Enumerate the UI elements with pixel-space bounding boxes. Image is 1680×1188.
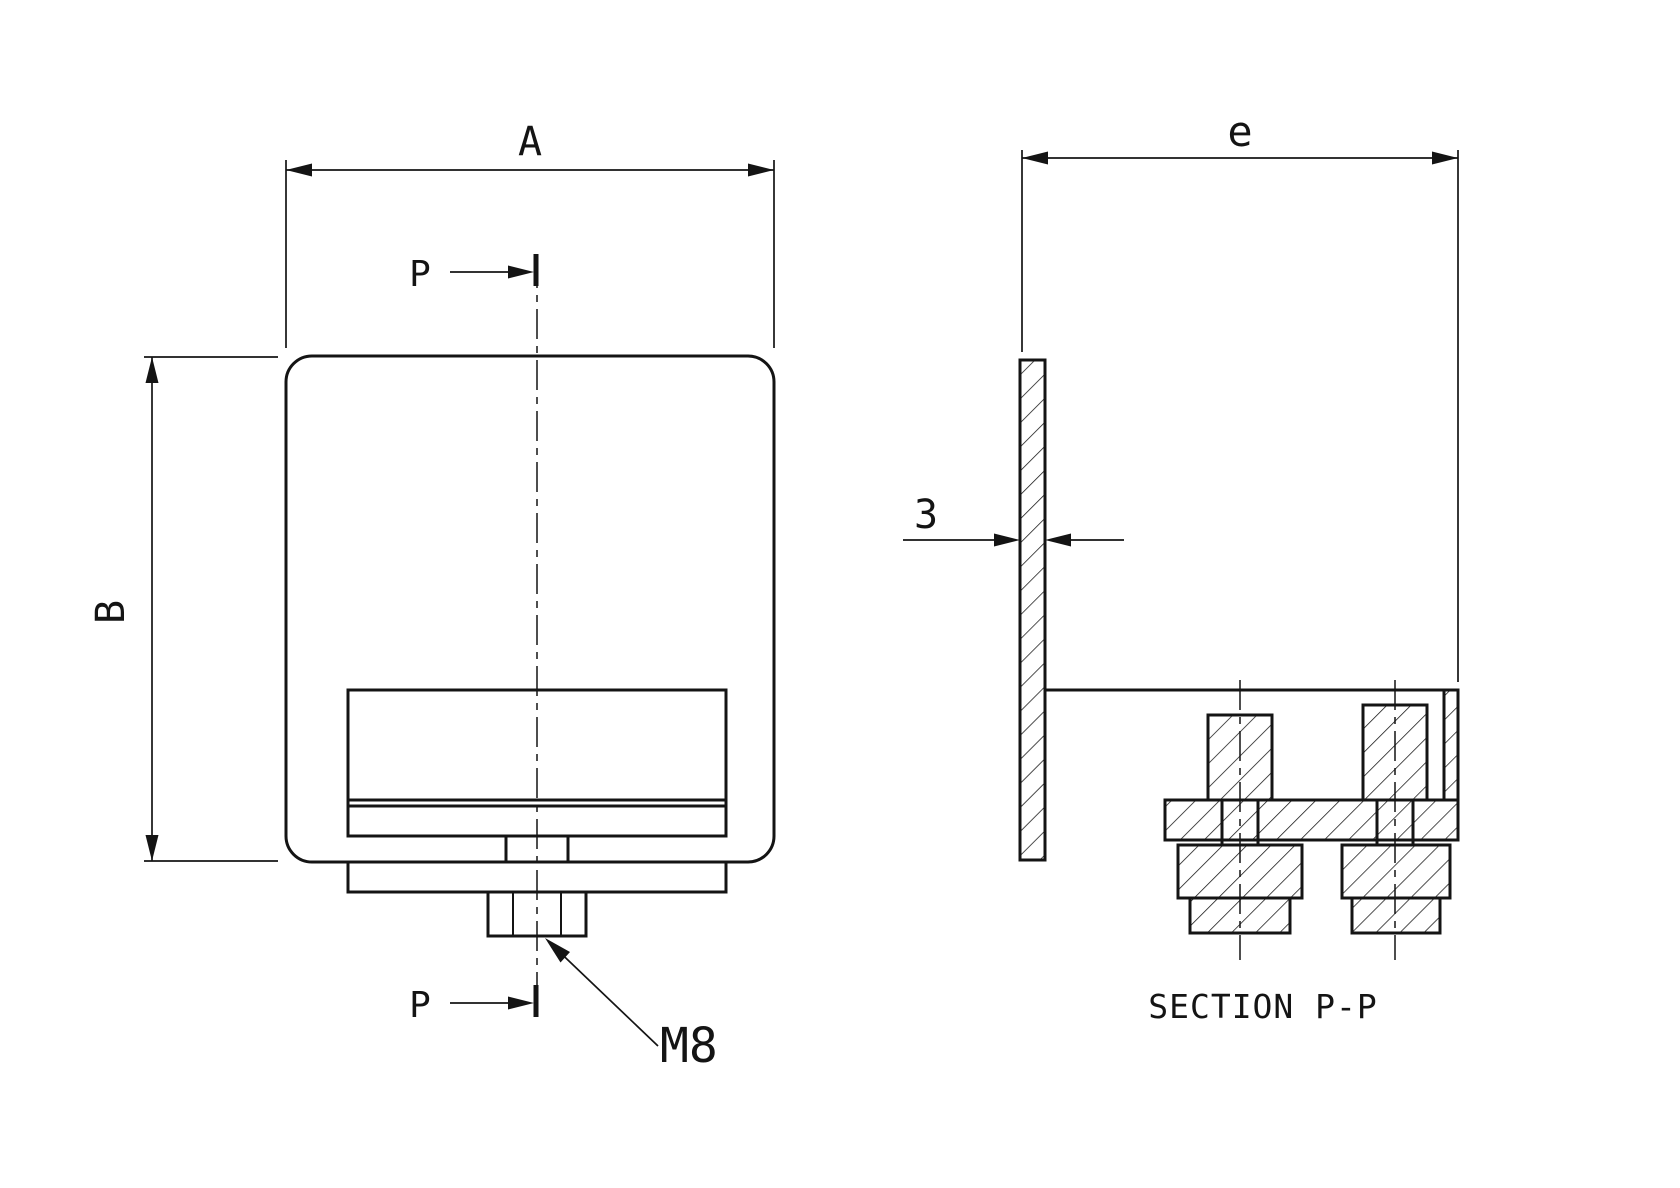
cut-plane-top-label: P [409,254,431,295]
leader-line [547,940,659,1047]
bolt-2-nut [1340,843,1452,900]
bolt-2-section [1340,680,1452,960]
channel-lip-section [1442,688,1460,802]
dim-B-label: B [88,600,134,624]
arrowhead-left [1045,533,1071,547]
section-title: SECTION P-P [1148,987,1378,1026]
section-view: e 3 [903,107,1460,1026]
channel-base-section [1163,798,1460,842]
arrowhead-right [1432,151,1458,165]
arrowhead-right [508,265,534,279]
arrowhead-right [508,996,534,1010]
dim-e-label: e [1227,107,1252,156]
arrowhead-left [286,163,312,177]
thread-callout-label: M8 [660,1018,718,1074]
thread-callout: M8 [545,938,718,1074]
arrowhead-down [145,835,159,861]
leader-arrowhead [545,938,570,963]
cut-plane-bottom: P [409,985,539,1026]
bracket-body-outline [284,354,776,864]
bolt-2-nut-base [1350,896,1442,935]
arrowhead-right [994,533,1020,547]
channel-and-bolts [1045,680,1460,960]
dim-3-label: 3 [914,492,938,538]
wall-plate-section [1018,358,1047,862]
dimension-3: 3 [903,492,1124,547]
arrowhead-up [145,357,159,383]
bolt-1-section [1176,680,1304,960]
cut-plane-top: P [409,254,539,295]
arrowhead-left [1022,151,1048,165]
front-view: A B P P M8 [88,119,776,1074]
cut-plane-bottom-label: P [409,985,431,1026]
dimension-A: A [285,119,775,348]
dimension-e: e [1021,107,1459,682]
dim-A-label: A [518,119,542,165]
roller-outline [346,688,728,838]
arrowhead-right [748,163,774,177]
dimension-B: B [88,356,278,862]
